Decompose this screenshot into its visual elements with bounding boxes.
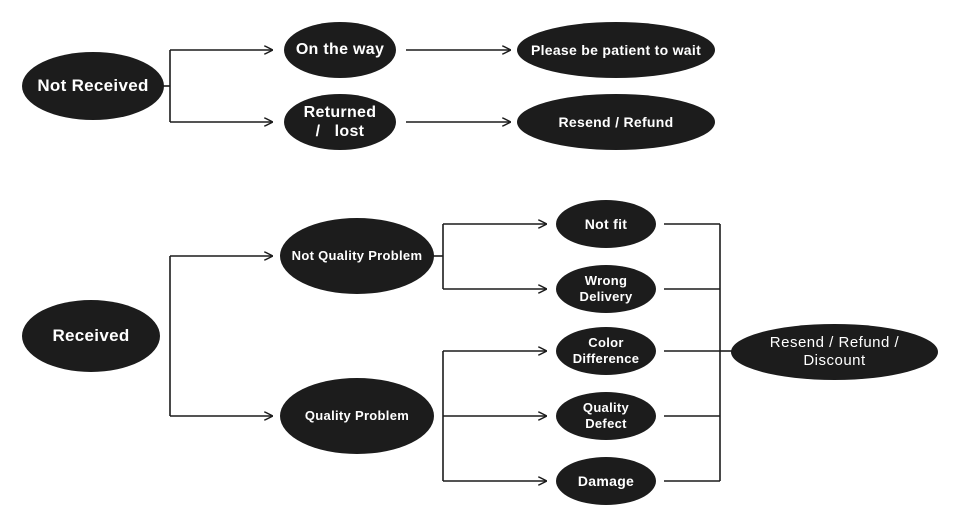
node-not-received-label: Not Received <box>37 75 149 95</box>
node-resend-refund: Resend / Refund <box>517 94 715 150</box>
node-damage: Damage <box>556 457 656 505</box>
node-quality-problem-label: Quality Problem <box>304 408 410 424</box>
node-wrong-delivery-line2: Delivery <box>579 289 633 304</box>
node-please-be-patient-label: Please be patient to wait <box>530 41 702 58</box>
node-wrong-delivery-line1: Wrong <box>584 273 628 289</box>
node-not-fit: Not fit <box>556 200 656 248</box>
node-quality-defect-line1: Quality <box>582 400 630 416</box>
node-quality-problem: Quality Problem <box>280 378 434 454</box>
node-received: Received <box>22 300 160 372</box>
node-returned-lost-line1: Returned <box>303 103 377 121</box>
node-on-the-way-label: On the way <box>295 41 385 59</box>
node-please-be-patient: Please be patient to wait <box>517 22 715 78</box>
node-returned-lost: Returned / lost <box>284 94 396 150</box>
node-resend-refund-discount: Resend / Refund / Discount <box>731 324 938 380</box>
node-on-the-way: On the way <box>284 22 396 78</box>
node-wrong-delivery: Wrong Delivery <box>556 265 656 313</box>
node-not-quality-problem-label: Not Quality Problem <box>291 248 423 264</box>
node-resend-refund-discount-label: Resend / Refund / Discount <box>769 334 900 369</box>
node-damage-label: Damage <box>577 472 635 489</box>
node-not-received: Not Received <box>22 52 164 120</box>
node-received-label: Received <box>52 325 130 345</box>
node-quality-defect: Quality Defect <box>556 392 656 440</box>
node-not-fit-label: Not fit <box>584 215 628 232</box>
node-returned-lost-line2: / lost <box>315 123 365 140</box>
node-color-difference-line2: Difference <box>572 351 640 366</box>
node-resend-refund-label: Resend / Refund <box>558 113 674 130</box>
node-color-difference: Color Difference <box>556 327 656 375</box>
node-quality-defect-line2: Defect <box>585 416 627 431</box>
node-not-quality-problem: Not Quality Problem <box>280 218 434 294</box>
node-color-difference-line1: Color <box>588 335 624 351</box>
